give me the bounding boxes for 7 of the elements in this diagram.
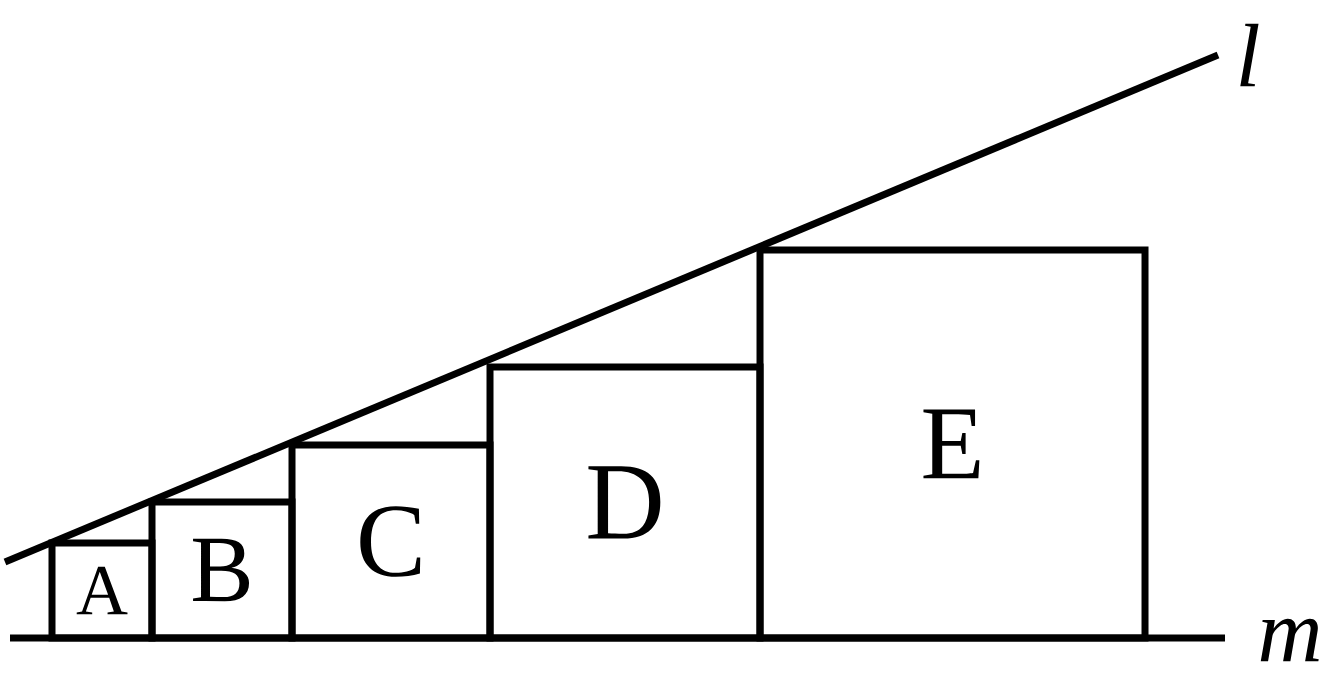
line-label: l [1240,23,1259,87]
square: D [486,363,764,642]
square: E [756,246,1149,642]
square: A [48,539,156,642]
square: C [288,441,494,642]
line-label: m [1260,618,1319,662]
square: B [148,498,296,642]
